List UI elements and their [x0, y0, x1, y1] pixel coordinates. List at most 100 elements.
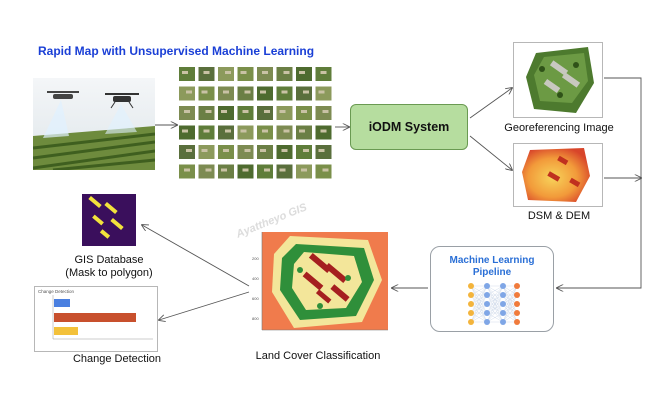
- gis-label-line1: GIS Database: [74, 254, 144, 266]
- image-tile-feature: [318, 90, 325, 94]
- nn-node: [468, 310, 474, 316]
- image-tile-feature: [240, 129, 247, 133]
- nn-connection: [502, 285, 518, 323]
- georef-label: Georeferencing Image: [504, 122, 614, 134]
- image-tile-feature: [182, 71, 188, 74]
- nn-connection: [502, 285, 518, 305]
- nn-connection: [486, 303, 504, 323]
- image-tile-feature: [264, 110, 270, 113]
- gis-label: GIS Database (Mask to polygon): [48, 254, 170, 280]
- arrow-iodm-to-georef: [469, 88, 512, 119]
- nn-connection: [486, 294, 504, 323]
- image-tiles-grid: [179, 67, 332, 179]
- nn-node: [514, 319, 520, 325]
- nn-node: [500, 292, 506, 298]
- image-tile-feature: [262, 129, 268, 133]
- image-tile-feature: [221, 168, 227, 172]
- image-tile-feature: [201, 90, 208, 94]
- image-tile-feature: [201, 149, 208, 152]
- nn-connection: [486, 312, 504, 323]
- nn-connection: [470, 312, 488, 323]
- ml-title-line1: Machine Learning: [449, 255, 535, 266]
- image-tile-feature: [182, 129, 188, 133]
- arrow-landcover-to-gis: [142, 225, 250, 287]
- neural-network-icon: [468, 283, 520, 325]
- gis-mask-image: [82, 194, 136, 246]
- nn-node: [514, 310, 520, 316]
- nn-connection: [470, 303, 488, 323]
- change-label: Change Detection: [72, 353, 162, 365]
- image-tile-feature: [320, 71, 327, 74]
- nn-node: [500, 310, 506, 316]
- nn-node: [484, 292, 490, 298]
- image-tile-feature: [184, 110, 190, 113]
- change-detection-bars: [52, 295, 153, 340]
- image-tile-feature: [186, 90, 192, 94]
- image-tile-feature: [223, 90, 229, 94]
- image-tile-feature: [303, 90, 309, 94]
- image-tile-feature: [281, 149, 288, 152]
- georeferenced-image: [513, 42, 603, 118]
- nn-connection: [470, 294, 488, 323]
- ml-pipeline-box: Machine Learning Pipeline: [430, 246, 554, 332]
- iodm-system-label: iODM System: [368, 120, 450, 134]
- image-tile-feature: [264, 168, 270, 172]
- nn-node: [484, 319, 490, 325]
- nn-node: [484, 310, 490, 316]
- nn-connection: [486, 285, 504, 323]
- dsm-dem-image: [513, 143, 603, 207]
- nn-node: [500, 319, 506, 325]
- image-tile-feature: [186, 149, 192, 152]
- image-tile-feature: [221, 110, 227, 113]
- image-tile-feature: [301, 110, 307, 113]
- nn-connection: [502, 294, 518, 323]
- svg-text:200: 200: [252, 256, 259, 261]
- image-tile-feature: [301, 168, 307, 172]
- image-tile-feature: [283, 129, 290, 133]
- nn-connection: [470, 285, 488, 296]
- image-tile-feature: [223, 149, 229, 152]
- svg-text:400: 400: [252, 276, 259, 281]
- image-tile-feature: [322, 110, 329, 113]
- bar-yellow: [54, 327, 78, 335]
- nn-connection: [470, 285, 488, 314]
- image-tile-feature: [184, 168, 190, 172]
- nn-node: [468, 292, 474, 298]
- change-panel-title: Change Detection: [38, 289, 75, 294]
- image-tile-feature: [244, 149, 251, 152]
- nn-node: [484, 301, 490, 307]
- nn-connection: [502, 285, 518, 314]
- nn-node: [468, 301, 474, 307]
- image-tile-feature: [303, 149, 309, 152]
- bar-blue: [54, 299, 70, 307]
- orthomosaic-map: [526, 47, 594, 113]
- image-tile-feature: [203, 71, 210, 74]
- image-tile-feature: [225, 129, 231, 133]
- image-tile-feature: [260, 149, 266, 152]
- svg-text:600: 600: [252, 296, 259, 301]
- nn-node: [500, 283, 506, 289]
- image-tile-feature: [299, 71, 305, 74]
- image-tile-feature: [205, 110, 212, 113]
- image-tile-feature: [262, 71, 268, 74]
- change-detection-panel: Change Detection: [34, 286, 158, 352]
- image-tile-feature: [203, 129, 210, 133]
- image-tile-feature: [283, 71, 290, 74]
- iodm-system-box: iODM System: [350, 104, 468, 150]
- nn-node: [468, 283, 474, 289]
- image-tile-feature: [320, 129, 327, 133]
- image-tile-feature: [225, 71, 231, 74]
- nn-node: [468, 319, 474, 325]
- image-tile-feature: [242, 110, 249, 113]
- image-tile-feature: [279, 110, 286, 113]
- image-tile-feature: [318, 149, 325, 152]
- nn-node: [514, 283, 520, 289]
- image-tile-feature: [299, 129, 305, 133]
- nn-connection: [486, 285, 504, 305]
- nn-connection: [486, 285, 504, 296]
- nn-connection: [486, 285, 504, 314]
- drone-farmland-image: [33, 78, 155, 170]
- ml-title-line2: Pipeline: [472, 267, 512, 278]
